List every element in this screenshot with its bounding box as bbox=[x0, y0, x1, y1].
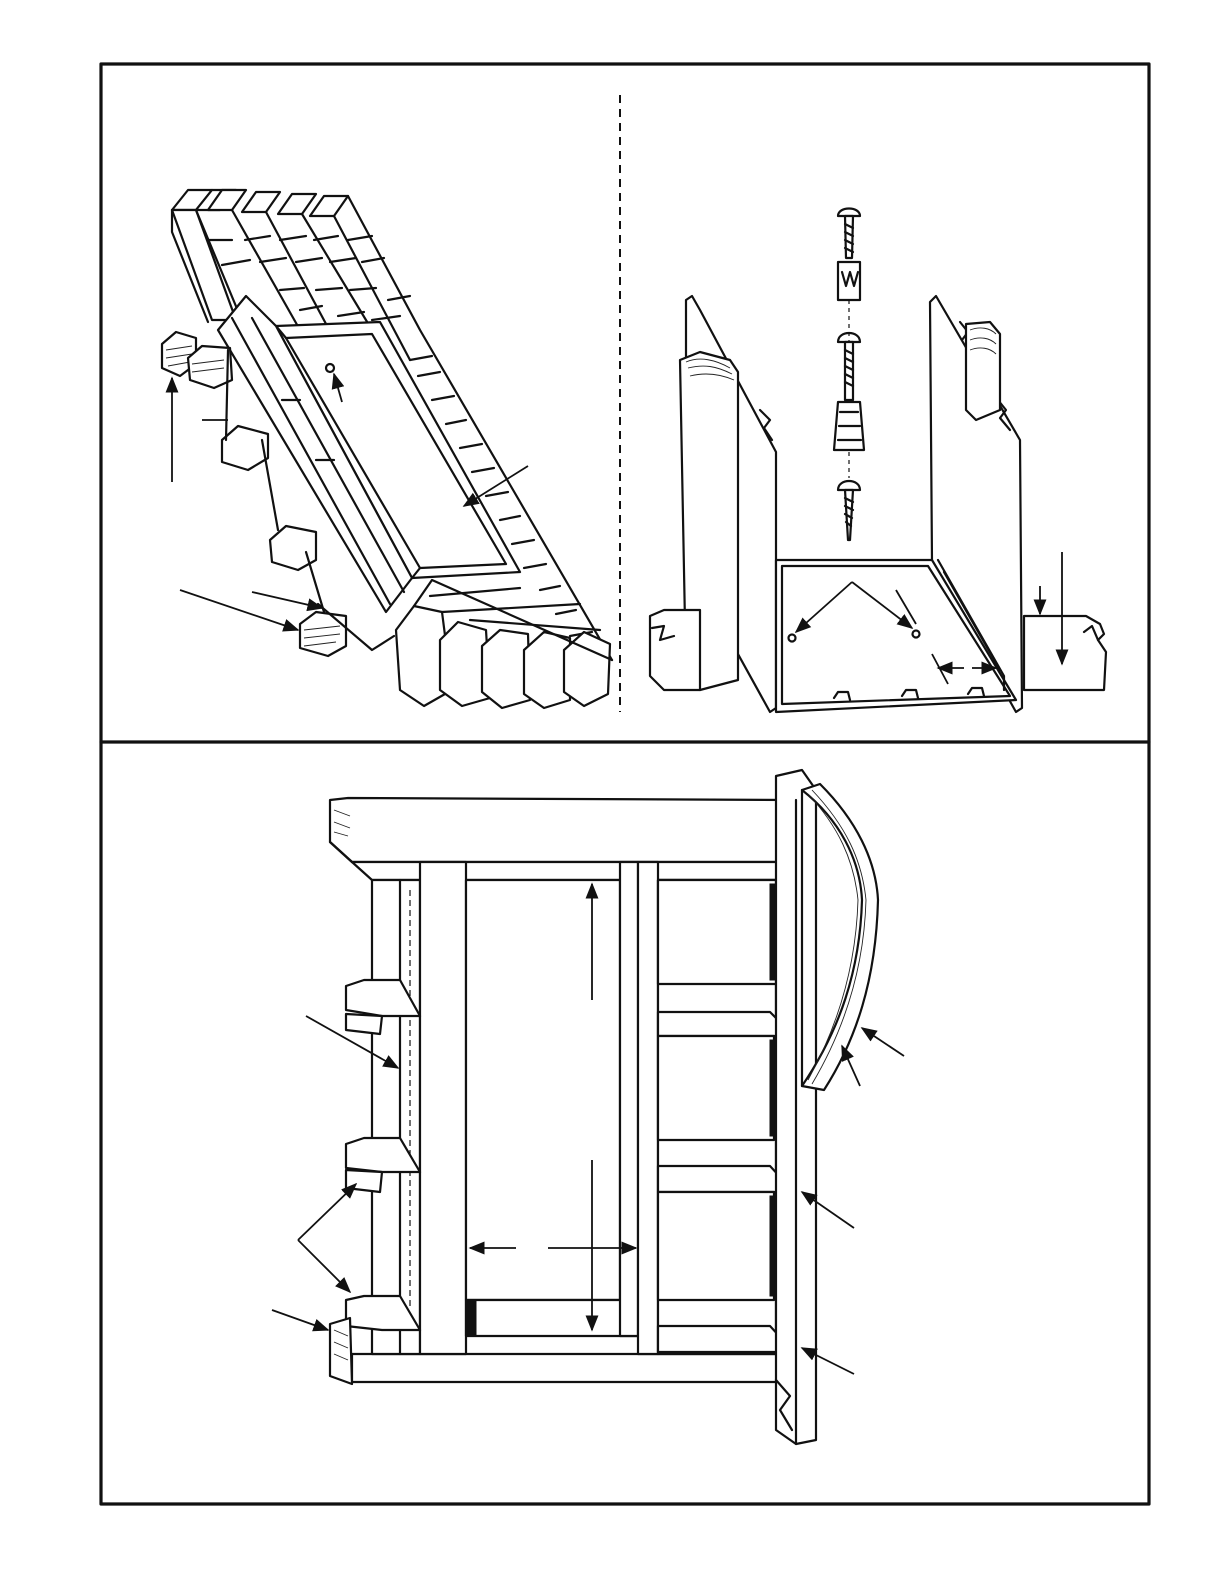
left-stud-column bbox=[372, 862, 466, 1354]
anchor-hardware bbox=[834, 209, 864, 541]
framed-opening-panel bbox=[272, 770, 904, 1444]
anchor-box-panel bbox=[650, 209, 1106, 713]
rough-opening bbox=[466, 862, 658, 1354]
top-plate bbox=[330, 798, 796, 880]
right-bay-blocks bbox=[658, 880, 794, 1354]
bottom-plate bbox=[352, 1354, 796, 1382]
brick-rows-bottom bbox=[396, 580, 612, 708]
brick-wall-panel bbox=[162, 190, 612, 708]
sheathing-edge bbox=[776, 770, 816, 1444]
